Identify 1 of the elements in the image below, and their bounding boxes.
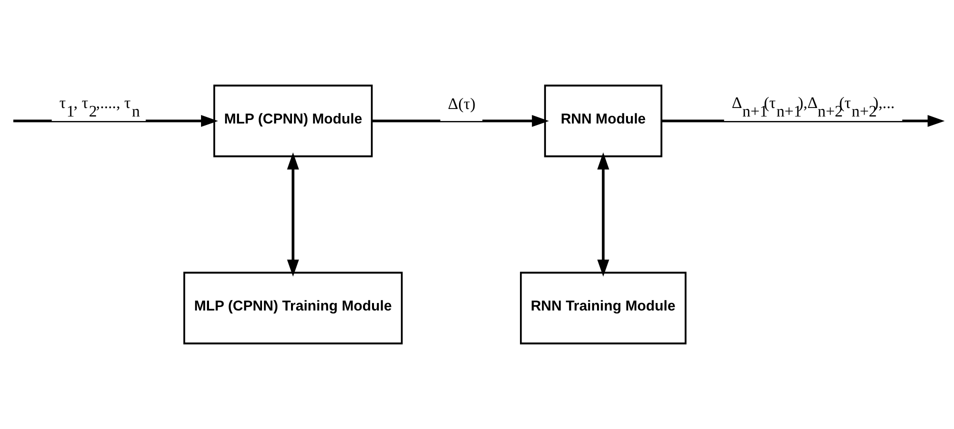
edge-label: Δ(τ)	[448, 96, 476, 113]
